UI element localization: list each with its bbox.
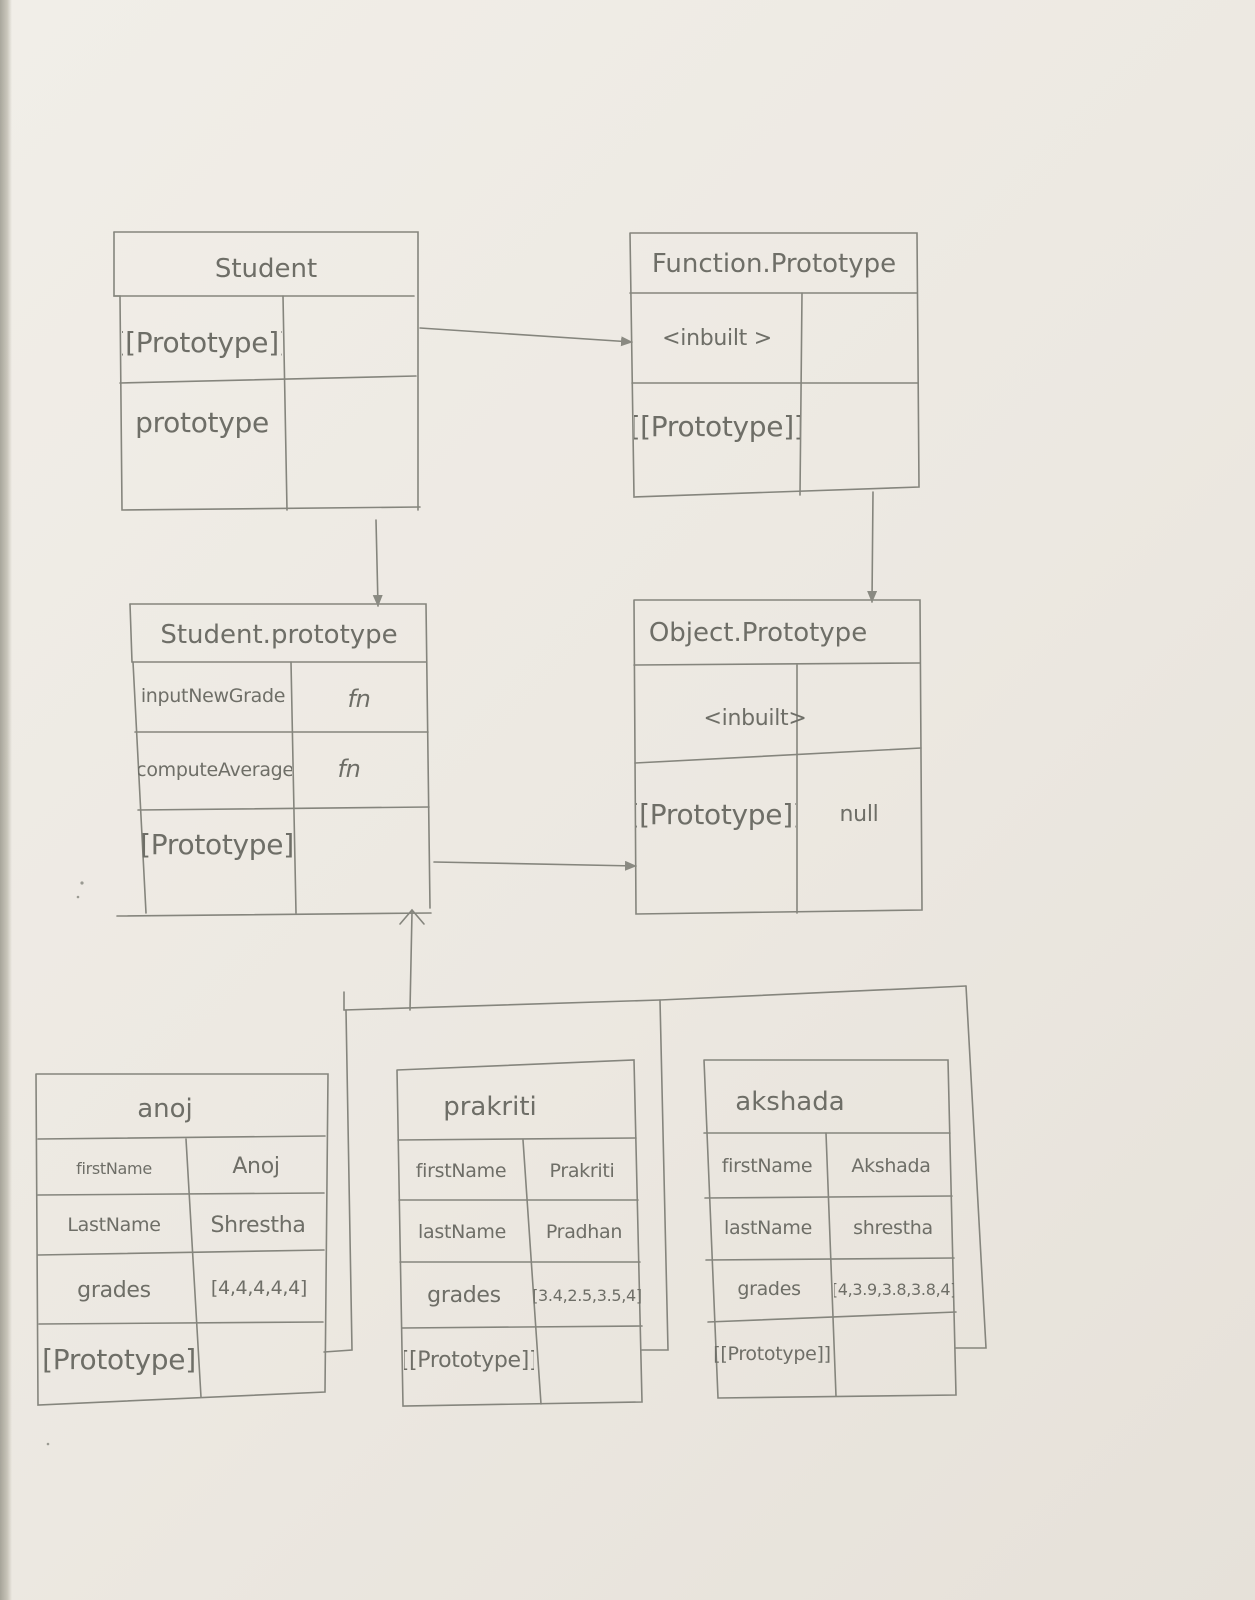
student-prototype-value-input-new-grade: fn xyxy=(347,685,371,713)
student-key-prototype-link: [[Prototype]] xyxy=(122,325,282,359)
object-prototype-key-inbuilt: <inbuilt> xyxy=(703,705,807,731)
object-prototype-title: Object.Prototype xyxy=(648,618,868,648)
object-prototype-box-outline xyxy=(633,599,923,915)
anoj-key-last-name: LastName xyxy=(67,1214,161,1236)
arrow-function-prototype-to-object-prototype xyxy=(867,491,878,603)
akshada-box-outline xyxy=(703,1059,957,1399)
akshada-key-last-name: lastName xyxy=(724,1217,812,1239)
student-prototype-value-compute-average: fn xyxy=(337,755,361,783)
function-prototype-box-outline xyxy=(629,232,920,498)
anoj-value-first-name: Anoj xyxy=(232,1153,280,1179)
function-prototype-key-inbuilt: <inbuilt > xyxy=(662,325,772,351)
prakriti-key-last-name: lastName xyxy=(418,1221,506,1243)
student-prototype-title: Student.prototype xyxy=(160,620,398,650)
arrow-student-prototype-to-object-prototype xyxy=(433,860,637,871)
prakriti-value-grades: [3.4,2.5,3.5,4] xyxy=(532,1285,642,1305)
akshada-value-last-name: shrestha xyxy=(853,1217,933,1239)
akshada-key-grades: grades xyxy=(737,1278,801,1300)
akshada-value-first-name: Akshada xyxy=(851,1155,931,1177)
prakriti-key-prototype-link: [[Prototype]] xyxy=(404,1347,534,1373)
student-prototype-key-prototype-link: [[Prototype]] xyxy=(140,827,294,861)
student-key-prototype: prototype xyxy=(135,405,269,439)
student-box-outline xyxy=(113,231,421,511)
object-prototype-value-null: null xyxy=(839,801,879,827)
student-title: Student xyxy=(214,254,318,284)
anoj-key-grades: grades xyxy=(77,1277,151,1303)
function-prototype-title: Function.Prototype xyxy=(651,249,897,279)
akshada-key-prototype-link: [[Prototype]] xyxy=(713,1343,831,1365)
prakriti-box-outline xyxy=(396,1059,643,1407)
anoj-value-grades: [4,4,4,4,4] xyxy=(210,1277,308,1299)
akshada-value-grades: [4,3.9,3.8,3.8,4] xyxy=(834,1279,954,1299)
anoj-key-first-name: firstName xyxy=(76,1158,152,1178)
anoj-title: anoj xyxy=(137,1094,193,1124)
akshada-key-first-name: firstName xyxy=(721,1155,813,1177)
anoj-box-outline xyxy=(35,1073,329,1406)
student-prototype-box-outline xyxy=(116,603,432,917)
prakriti-title: prakriti xyxy=(443,1092,537,1122)
akshada-title: akshada xyxy=(735,1087,845,1117)
student-prototype-key-input-new-grade: inputNewGrade xyxy=(140,685,286,707)
prakriti-key-first-name: firstName xyxy=(415,1160,507,1182)
anoj-value-last-name: Shrestha xyxy=(210,1212,306,1238)
anoj-key-prototype-link: [[Prototype]] xyxy=(44,1342,194,1376)
arrow-student-to-student-prototype xyxy=(372,519,383,607)
prakriti-value-last-name: Pradhan xyxy=(545,1221,623,1243)
arrow-student-to-function-prototype xyxy=(419,327,633,347)
function-prototype-key-prototype-link: [[Prototype]] xyxy=(634,409,800,443)
student-prototype-key-compute-average: computeAverage xyxy=(138,759,292,781)
prakriti-key-grades: grades xyxy=(427,1282,501,1308)
instance-prototype-connector xyxy=(323,908,987,1353)
prakriti-value-first-name: Prakriti xyxy=(549,1160,615,1182)
object-prototype-key-prototype-link: [[Prototype]] xyxy=(636,797,796,831)
